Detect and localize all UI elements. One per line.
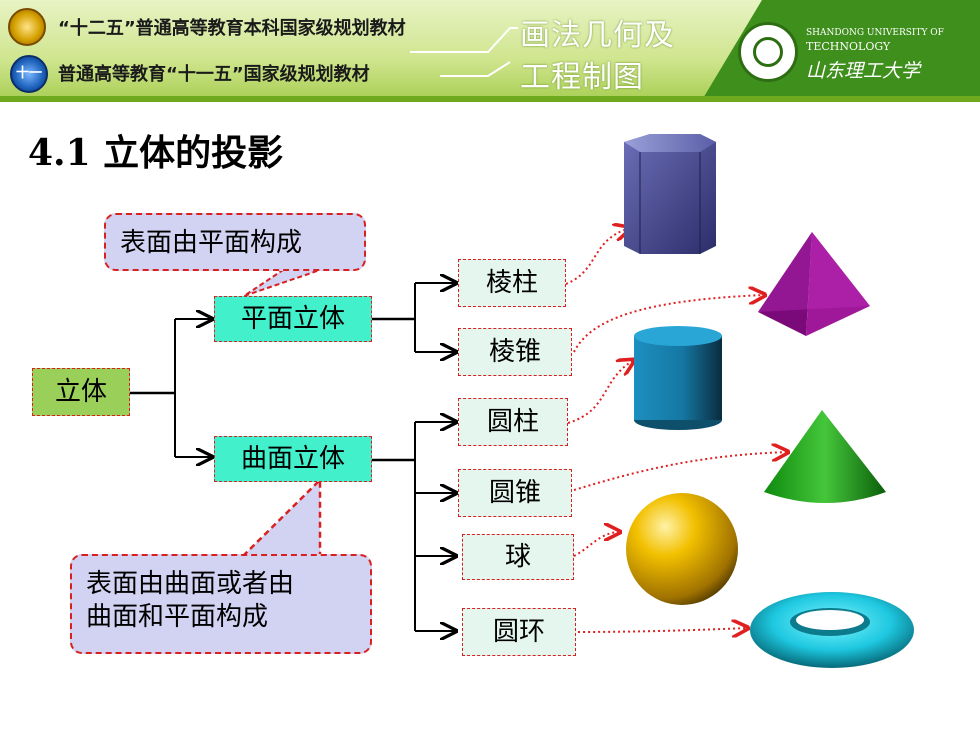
sphere-icon [626, 493, 738, 605]
node-torus: 圆环 [462, 608, 576, 656]
node-plane-solid: 平面立体 [214, 296, 372, 342]
node-sphere: 球 [462, 534, 574, 580]
callout-plane-solids: 表面由平面构成 [104, 213, 366, 271]
node-curved-solid: 曲面立体 [214, 436, 372, 482]
textbook-badge-icon [8, 8, 46, 46]
slide-title: 4.1 立体的投影 [28, 132, 284, 174]
prism-icon [624, 134, 716, 254]
cone-icon [764, 410, 886, 503]
header-line-1: “十二五”普通高等教育本科国家级规划教材 [58, 18, 406, 39]
node-cone: 圆锥 [458, 469, 572, 517]
callout-plane-text: 表面由平面构成 [120, 228, 303, 258]
header-divider [410, 27, 518, 77]
cylinder-icon [634, 326, 722, 430]
node-prism: 棱柱 [458, 259, 566, 307]
university-name-en-1: SHANDONG UNIVERSITY OF [806, 28, 944, 38]
callout-curved-text-1: 表面由曲面或者由 [86, 569, 295, 599]
university-name-en-2: TECHNOLOGY [806, 40, 891, 53]
callout-curved-text-2: 曲面和平面构成 [86, 601, 269, 632]
course-title-line-2: 工程制图 [520, 60, 644, 95]
badge-2-text: 十一五 [15, 66, 42, 115]
callout-curved-solids: 表面由曲面或者由 曲面和平面构成 [70, 554, 372, 654]
torus-icon [750, 592, 914, 668]
university-name-cn: 山东理工大学 [806, 60, 921, 82]
node-pyramid: 棱锥 [458, 328, 572, 376]
pyramid-icon [758, 232, 870, 336]
header-banner: 十一五 “十二五”普通高等教育本科国家级规划教材 普通高等教育“十一五”国家级规… [0, 0, 980, 115]
header-line-2: 普通高等教育“十一五”国家级规划教材 [58, 64, 370, 85]
node-solid: 立体 [32, 368, 130, 416]
university-logo-icon [738, 22, 798, 82]
course-title-line-1: 画法几何及 [520, 18, 675, 53]
header-rule [0, 96, 980, 102]
textbook-badge-2-icon: 十一五 [10, 55, 48, 115]
node-cylinder: 圆柱 [458, 398, 568, 446]
